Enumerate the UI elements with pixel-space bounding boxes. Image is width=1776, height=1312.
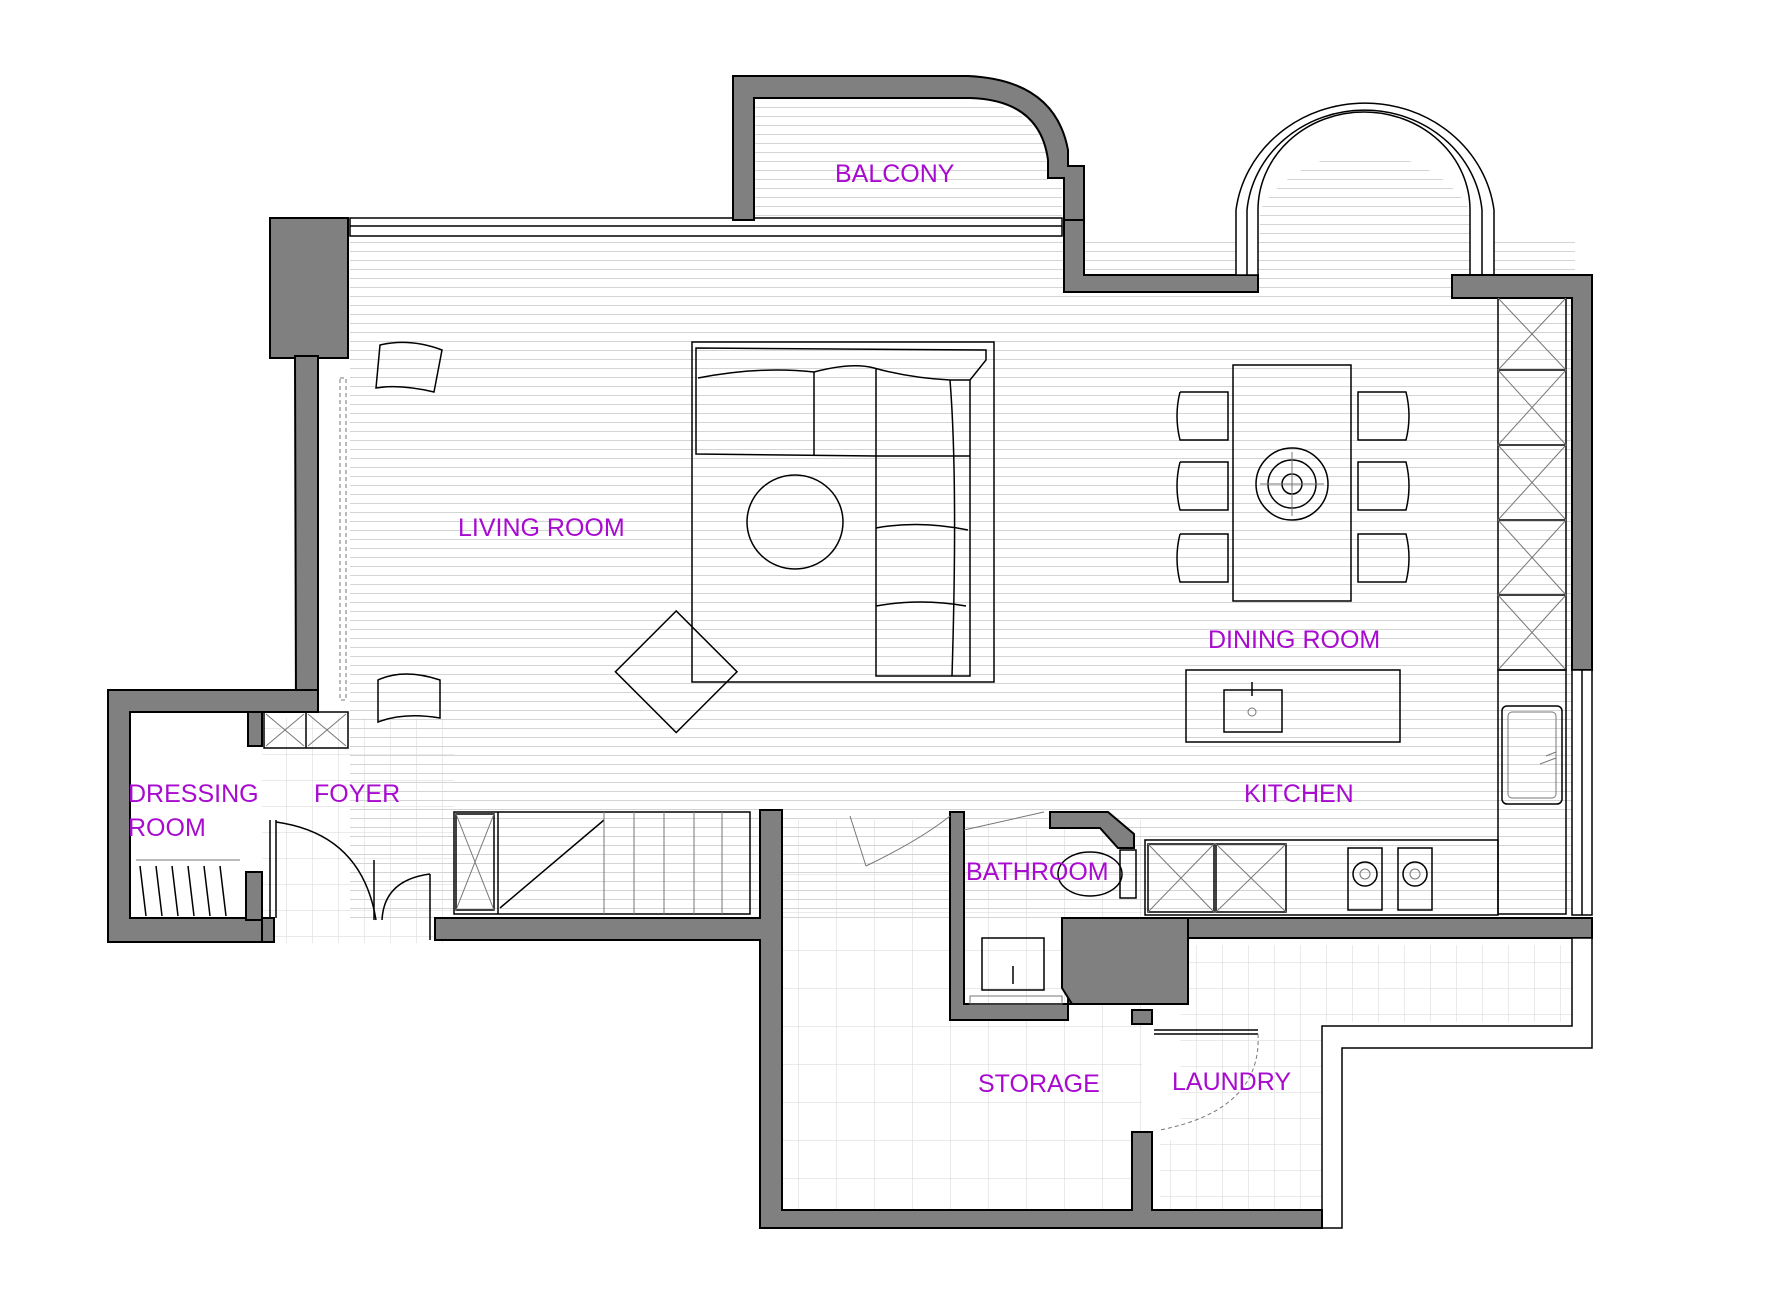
side-table-icon [614,609,739,734]
south-counter-icon [1144,839,1499,916]
wall-storage-divider [1131,1009,1153,1025]
foyer-floor [262,718,454,943]
label-storage: STORAGE [978,1070,1100,1098]
chair-icon [1357,461,1410,511]
island-sink-icon [1223,682,1283,733]
laundry-door-icon [1154,1029,1259,1131]
pantry-cabinets-icon [1497,297,1567,671]
toilet-icon [1057,849,1137,899]
wall-dressing-outer [107,689,319,943]
staircase-icon [453,811,751,915]
label-balcony: BALCONY [835,160,955,188]
wall-foyer-south-left [261,917,275,943]
counter-cabinets-icon [1147,843,1287,913]
label-bathroom: BATHROOM [966,858,1109,886]
furniture [136,297,1567,1131]
kitchen-sink-icon [1501,705,1563,805]
chair-icon [1357,533,1410,583]
entry-door-icon [269,820,431,940]
label-foyer: FOYER [314,780,400,808]
floor-areas [262,102,1575,1210]
sectional-sofa-icon [691,341,995,683]
label-living-room: LIVING ROOM [458,514,625,542]
shoe-cabinet-icon [263,711,349,749]
label-dining-room: DINING ROOM [1208,626,1380,654]
walls [107,75,1593,1229]
kitchen-island-icon [1185,669,1401,743]
chair-icon [1176,391,1229,441]
wardrobe-rail-icon [136,859,240,917]
laundry-floor [1160,945,1575,1210]
curtain-track [339,377,347,701]
wall-north-left [349,217,1063,237]
cooktop-icon [1347,847,1433,911]
room-labels: BALCONY LIVING ROOM DINING ROOM KITCHEN … [128,160,1380,1098]
label-dressing-1: DRESSING [128,780,259,808]
bathroom-door-icon [849,815,951,867]
wall-bathroom-nose [1049,811,1135,849]
label-laundry: LAUNDRY [1172,1068,1291,1096]
wall-bathroom-west [949,811,1069,1021]
dining-chairs [1176,391,1410,583]
wall-south [434,809,1323,1229]
chair-icon [1176,533,1229,583]
dining-table-icon [1232,364,1352,602]
living-floor [350,238,1575,918]
armchair-icon [375,341,443,393]
bay-floor [1260,153,1470,275]
balcony-floor [752,102,1062,220]
chair-icon [1176,461,1229,511]
armchair-icon [377,673,441,724]
east-counter-icon [1497,669,1567,915]
centerpiece-icon [1255,447,1329,521]
wall-dressing-divider [247,711,263,747]
wall-dressing-divider-low [245,871,263,921]
label-kitchen: KITCHEN [1244,780,1354,808]
wall-west [293,355,319,713]
coffee-table-icon [746,474,844,570]
bathroom-door-swing [963,811,1045,831]
wall-pillar-nw [269,217,349,359]
wall-bathroom-chunk [1061,917,1189,1005]
bathroom-sink-icon [969,937,1063,1005]
label-dressing-2: ROOM [128,814,206,842]
chair-icon [1357,391,1410,441]
